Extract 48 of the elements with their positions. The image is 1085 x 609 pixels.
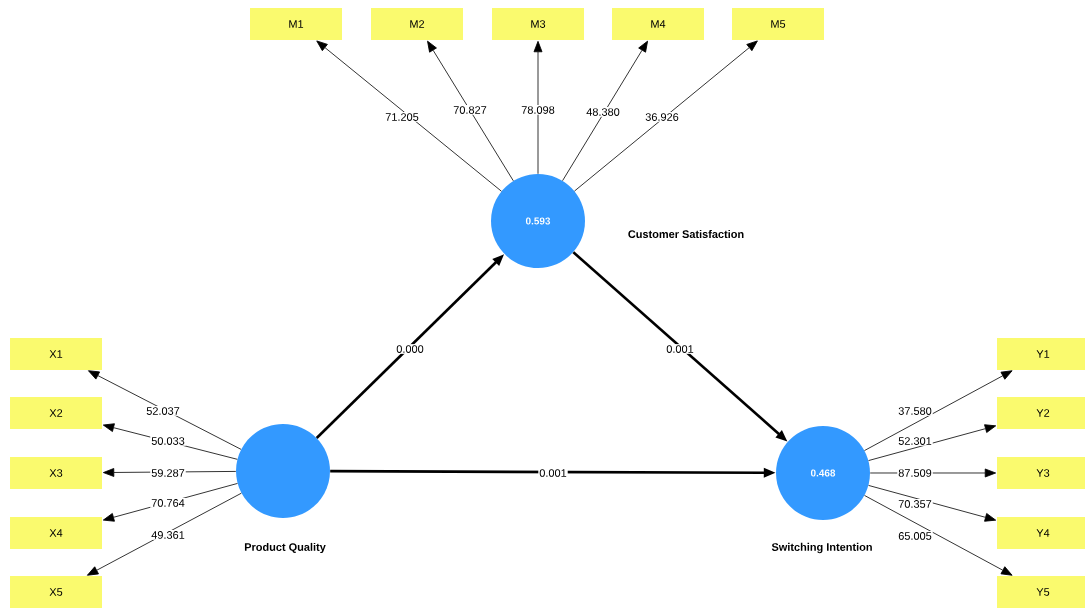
arrow [868,424,997,461]
edge-label: 70.357 [897,499,933,509]
arrow [562,40,648,182]
construct-circle [236,424,330,518]
construct-label: Product Quality [244,542,326,554]
indicator-box: M5 [732,8,824,40]
edge-label: 52.037 [145,406,181,416]
arrow [88,370,242,450]
arrow [316,40,502,192]
indicator-box: X5 [10,576,102,608]
edge-label: 59.287 [150,468,186,478]
indicator-box: M3 [492,8,584,40]
indicator-box: M4 [612,8,704,40]
indicator-box: M1 [250,8,342,40]
arrow [864,495,1013,576]
indicator-box: Y4 [997,517,1085,549]
edge-label: 87.509 [897,468,933,478]
arrow [864,370,1013,451]
edge-label: 0.001 [538,468,568,478]
edge-label: 52.301 [897,436,933,446]
indicator-box: Y3 [997,457,1085,489]
indicator-box: X1 [10,338,102,370]
edge-label: 71.205 [384,112,420,122]
construct-label: Switching Intention [771,542,872,554]
indicator-box: X2 [10,397,102,429]
edge-label: 70.827 [452,105,488,115]
edge-label: 50.033 [150,436,186,446]
arrow [86,492,242,576]
edge-label: 0.001 [665,344,695,354]
arrow [574,40,758,192]
edge-label: 49.361 [150,530,186,540]
indicator-box: Y5 [997,576,1085,608]
edge-label: 78.098 [520,105,556,115]
indicator-box: Y1 [997,338,1085,370]
indicator-box: X4 [10,517,102,549]
indicator-box: X3 [10,457,102,489]
edge-label: 36.926 [644,112,680,122]
indicator-box: M2 [371,8,463,40]
edge-label: 37.580 [897,406,933,416]
edge-label: 65.005 [897,531,933,541]
construct-label: Customer Satisfaction [628,229,744,238]
arrow [868,485,997,522]
edge-label: 70.764 [150,498,186,508]
edge-label: 48.380 [585,107,621,117]
arrow [533,40,543,175]
edge-label: 0.000 [395,344,425,354]
indicator-box: Y2 [997,397,1085,429]
arrow [427,40,514,182]
